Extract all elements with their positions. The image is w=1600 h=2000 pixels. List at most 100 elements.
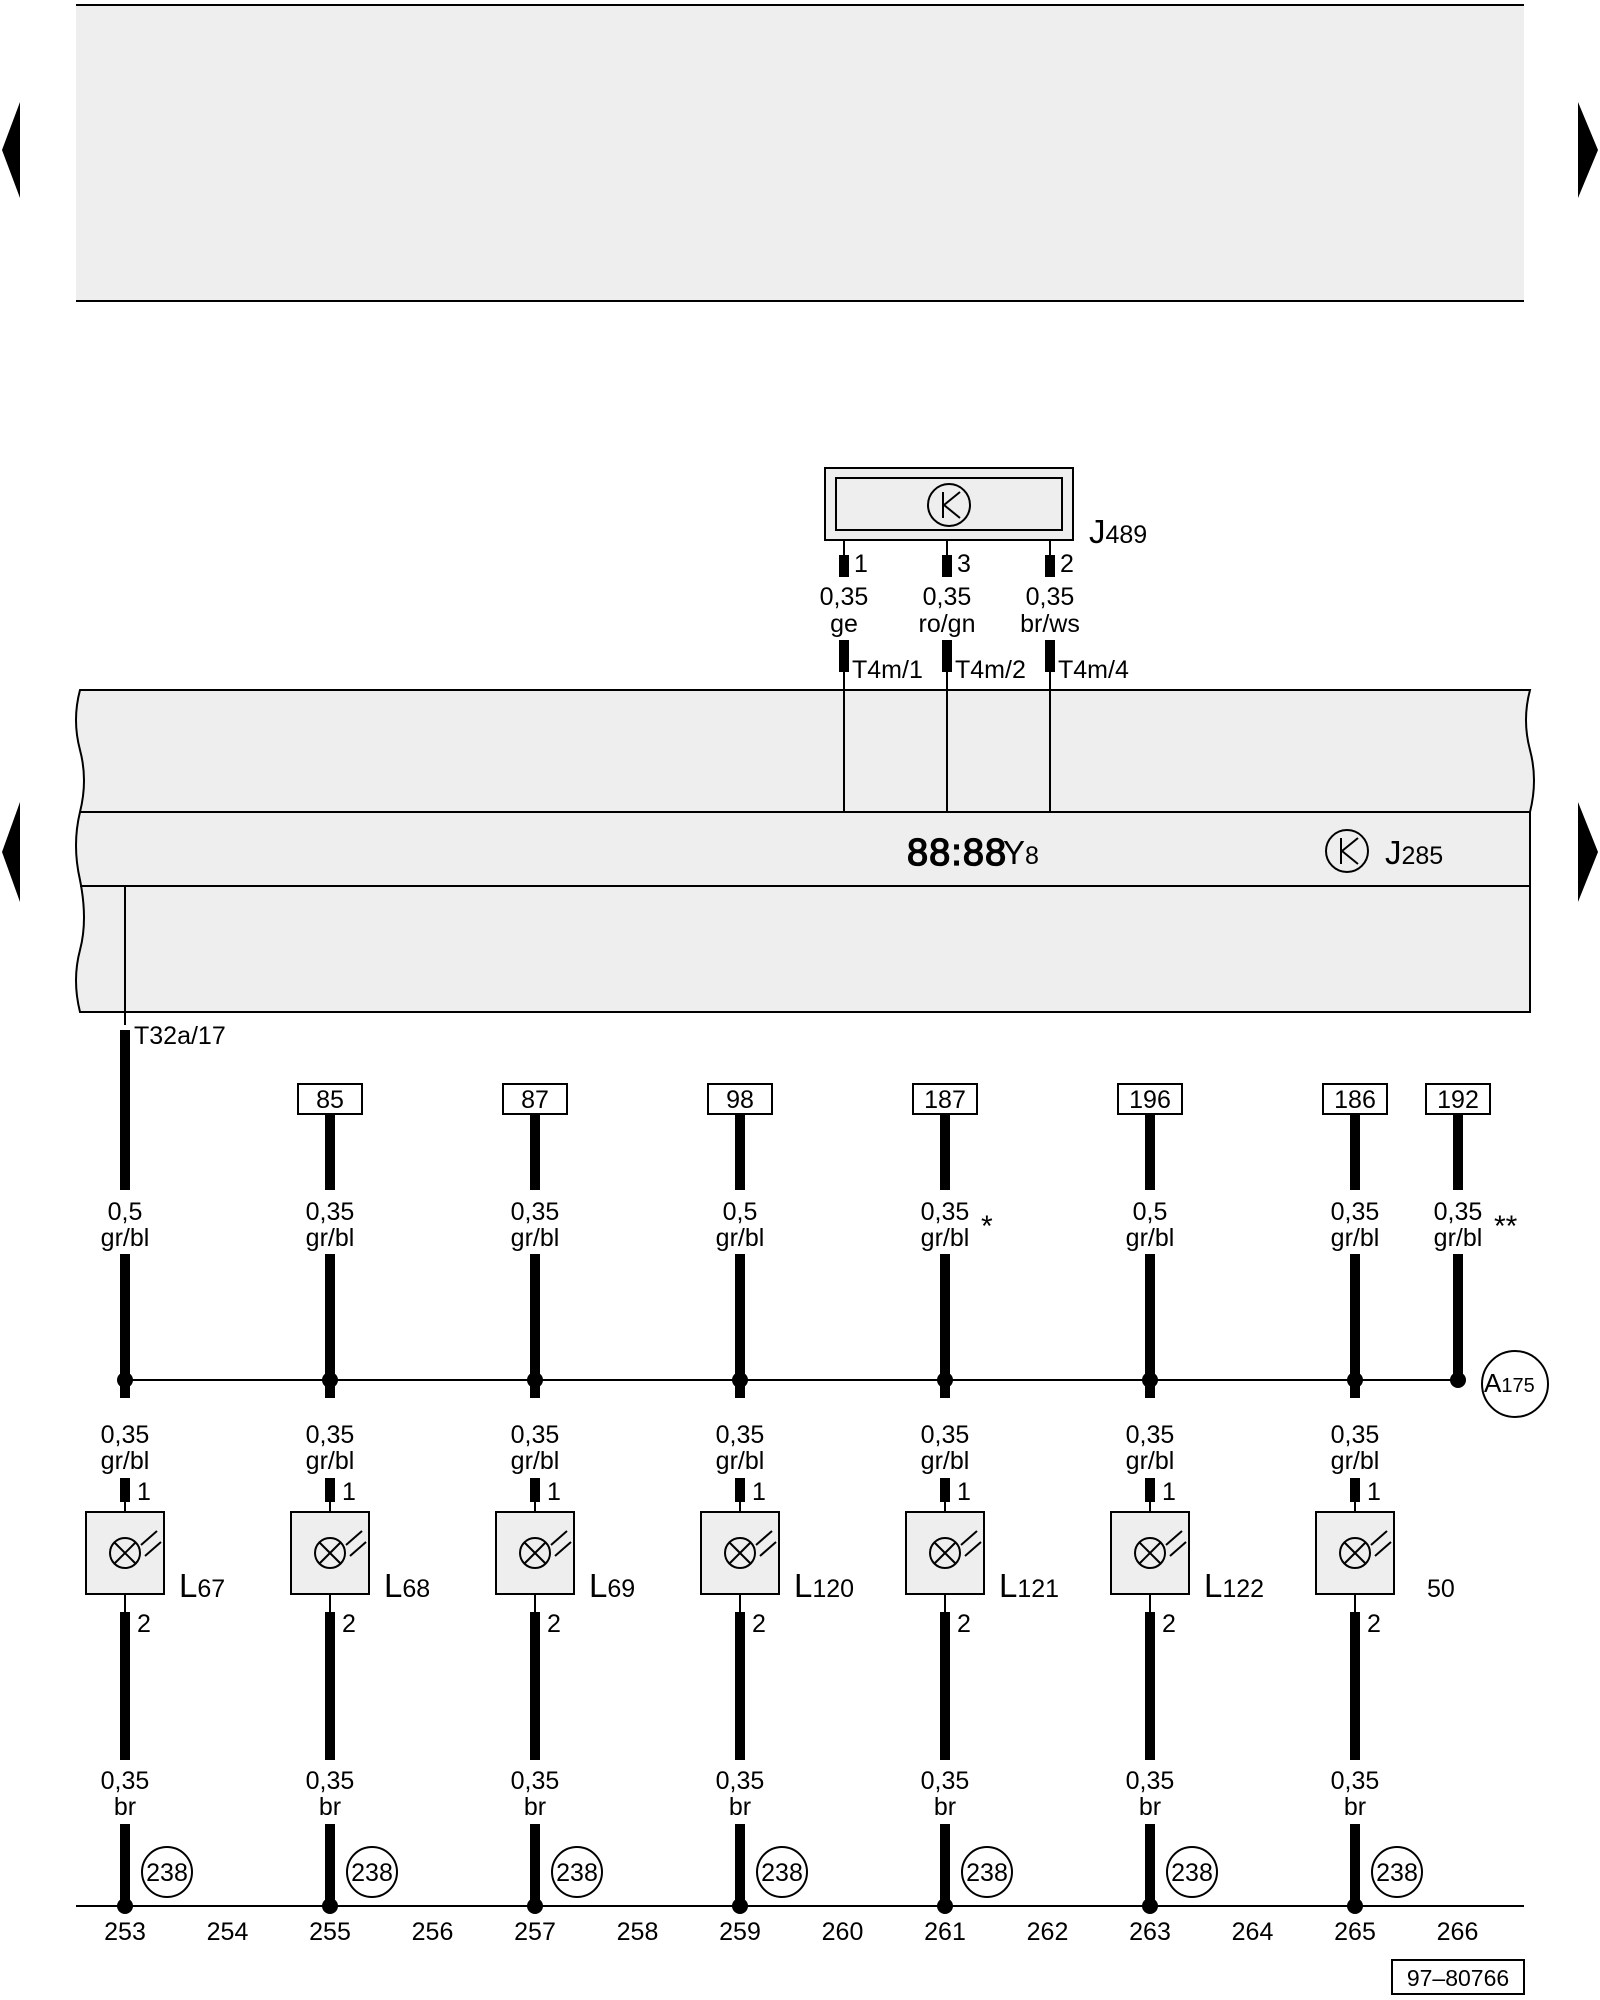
lamp-in-wire-size: 0,35	[1126, 1421, 1175, 1449]
wire-color: gr/bl	[101, 1224, 150, 1252]
track-number: 266	[1437, 1918, 1479, 1946]
ground-point-number: 238	[1171, 1859, 1213, 1887]
a175-label: A175	[1484, 1368, 1535, 1398]
lamp-label: L122	[1204, 1567, 1264, 1604]
bulb-circle	[314, 1537, 346, 1569]
lamp-out-wire-color: br	[319, 1793, 341, 1821]
ground-point-circle	[961, 1846, 1013, 1898]
wire-reference-number: 98	[726, 1086, 754, 1114]
ground-point-number: 238	[761, 1859, 803, 1887]
wire-color: gr/bl	[511, 1224, 560, 1252]
next-section-arrow[interactable]	[1578, 802, 1598, 902]
lamp-pin-stub	[530, 1478, 540, 1502]
bulb-cross	[1344, 1542, 1366, 1564]
upper-wires: 0,5gr/bl850,35gr/bl870,35gr/bl980,5gr/bl…	[101, 886, 1518, 1388]
j489-wire-color: br/ws	[1020, 610, 1080, 638]
lamp-pin-out-number: 2	[957, 1610, 971, 1638]
bulb-cross	[934, 1542, 956, 1564]
lamp-in-wire-size: 0,35	[306, 1421, 355, 1449]
wire-reference-number: 196	[1129, 1086, 1171, 1114]
j489-pin-stub	[942, 555, 952, 577]
ground-point-circle	[346, 1846, 398, 1898]
clock-display-segments: 88:88	[907, 832, 1007, 874]
wire-color: gr/bl	[1126, 1224, 1175, 1252]
lamp-in-wire-color: gr/bl	[101, 1447, 150, 1475]
wire-size: 0,5	[108, 1198, 143, 1226]
lamps: 0,35gr/bl1L6720,35br2380,35gr/bl1L6820,3…	[85, 1380, 1455, 1914]
lamp-pin-out-number: 2	[1162, 1610, 1176, 1638]
light-ray	[554, 1541, 572, 1557]
wire-reference-number: 85	[316, 1086, 344, 1114]
wire-reference-number: 192	[1437, 1086, 1479, 1114]
track-number: 261	[924, 1918, 966, 1946]
lamp-pin-in-number: 1	[957, 1478, 971, 1506]
previous-page-arrow[interactable]	[2, 102, 20, 198]
t32a-connector-label: T32a/17	[134, 1022, 226, 1050]
lamp-in-wire-color: gr/bl	[511, 1447, 560, 1475]
ground-junction-dot	[117, 1898, 133, 1914]
ground-point-circle	[1166, 1846, 1218, 1898]
track-number: 254	[207, 1918, 249, 1946]
lamp-pin-stub	[1145, 1478, 1155, 1502]
lamp-pin-out-number: 2	[1367, 1610, 1381, 1638]
next-page-arrow[interactable]	[1578, 102, 1598, 198]
ground-point-number: 238	[556, 1859, 598, 1887]
track-number: 256	[412, 1918, 454, 1946]
lamp-out-wire-size: 0,35	[716, 1767, 765, 1795]
bulb-circle	[519, 1537, 551, 1569]
lamp-in-wire-size: 0,35	[511, 1421, 560, 1449]
instrument-cluster-j285	[75, 689, 1535, 1013]
wire-size: 0,35	[511, 1198, 560, 1226]
ground-junction-dot	[322, 1898, 338, 1914]
wire-reference-box	[707, 1083, 773, 1115]
wire-size: 0,35	[921, 1198, 970, 1226]
lamp-in-wire-size: 0,35	[921, 1421, 970, 1449]
light-ray	[1165, 1530, 1183, 1546]
bulb-cross	[1139, 1542, 1161, 1564]
lamp-label: L120	[794, 1567, 854, 1604]
track-number: 258	[617, 1918, 659, 1946]
j489-wire-color: ge	[830, 610, 858, 638]
wire-color: gr/bl	[921, 1224, 970, 1252]
a175-circle	[1481, 1350, 1549, 1418]
lamp-in-wire-color: gr/bl	[921, 1447, 970, 1475]
wire-color: gr/bl	[716, 1224, 765, 1252]
wire-size: 0,5	[723, 1198, 758, 1226]
wire-size: 0,35	[1331, 1198, 1380, 1226]
wire-reference-number: 187	[924, 1086, 966, 1114]
lamp-pin-out-number: 2	[137, 1610, 151, 1638]
light-ray	[960, 1530, 978, 1546]
doc-number: 97–80766	[1407, 1965, 1509, 1991]
previous-section-arrow[interactable]	[2, 802, 20, 902]
wire-size: 0,5	[1133, 1198, 1168, 1226]
j489-pin-stub	[1045, 555, 1055, 577]
lamp-label: L69	[589, 1567, 635, 1604]
ground-junction-dot	[732, 1898, 748, 1914]
bulb-circle	[1134, 1537, 1166, 1569]
track-number: 255	[309, 1918, 351, 1946]
lamp-label: L67	[179, 1567, 225, 1604]
lamp-in-wire-color: gr/bl	[306, 1447, 355, 1475]
track-number: 253	[104, 1918, 146, 1946]
j489-label: J489	[1089, 513, 1147, 550]
lamp-pin-stub	[940, 1478, 950, 1502]
j489-connector-label: T4m/1	[852, 656, 923, 684]
j489-connector-label: T4m/2	[955, 656, 1026, 684]
track-number: 265	[1334, 1918, 1376, 1946]
j489-wire-size: 0,35	[820, 583, 869, 611]
ground-point-number: 238	[351, 1859, 393, 1887]
bulb-cross	[524, 1542, 546, 1564]
lamp-out-wire-color: br	[1139, 1793, 1161, 1821]
track-number: 257	[514, 1918, 556, 1946]
lamp-label: L68	[384, 1567, 430, 1604]
wire-color: gr/bl	[1331, 1224, 1380, 1252]
wire-reference-box	[1117, 1083, 1183, 1115]
light-ray	[140, 1530, 158, 1546]
j489-pin-number: 3	[957, 550, 971, 578]
bulb-circle	[929, 1537, 961, 1569]
lamp-out-wire-color: br	[1344, 1793, 1366, 1821]
lamp-in-wire-color: gr/bl	[716, 1447, 765, 1475]
lamp-in-wire-color: gr/bl	[1331, 1447, 1380, 1475]
ground-point-circle	[756, 1846, 808, 1898]
